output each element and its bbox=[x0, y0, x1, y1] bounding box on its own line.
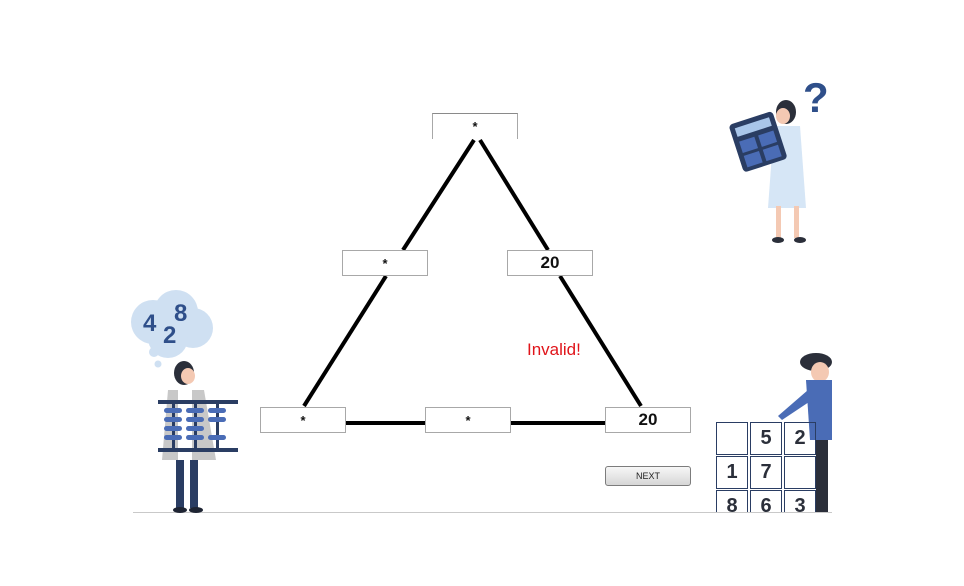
sudoku-cell: 5 bbox=[750, 422, 782, 455]
calculator-icon bbox=[729, 111, 787, 172]
edge-mid-left-to-bottom-left bbox=[302, 274, 388, 408]
sudoku-cell: 1 bbox=[716, 456, 748, 489]
thought-digit: 4 bbox=[143, 310, 157, 337]
sudoku-digit: 5 bbox=[760, 427, 772, 449]
node-mid-right-input[interactable]: 20 bbox=[507, 250, 593, 276]
sudoku-digit: 6 bbox=[760, 495, 772, 512]
sudoku-digit: 1 bbox=[726, 461, 738, 483]
node-bottom-left-input[interactable]: * bbox=[260, 407, 346, 433]
node-bottom-mid-input[interactable]: * bbox=[425, 407, 511, 433]
thought-bubble bbox=[131, 290, 213, 368]
edge-mid-right-to-bottom-right bbox=[558, 274, 643, 408]
thought-digit: 2 bbox=[163, 322, 177, 349]
sudoku-cell: 7 bbox=[750, 456, 782, 489]
node-bottom-right-input[interactable]: 20 bbox=[605, 407, 691, 433]
sudoku-cell: 8 bbox=[716, 490, 748, 512]
sudoku-person-illustration bbox=[778, 353, 832, 512]
next-button[interactable]: NEXT bbox=[605, 466, 691, 486]
node-mid-left-input[interactable]: * bbox=[342, 250, 428, 276]
edge-top-to-mid-left bbox=[401, 138, 476, 252]
question-mark-icon: ? bbox=[803, 74, 829, 121]
sudoku-cell bbox=[784, 456, 816, 489]
sudoku-digit: 3 bbox=[794, 495, 806, 512]
node-top-input[interactable]: * bbox=[432, 113, 518, 139]
sudoku-cell bbox=[716, 422, 748, 455]
sudoku-cell: 3 bbox=[784, 490, 816, 512]
edge-top-to-mid-right bbox=[478, 138, 550, 252]
abacus-woman-illustration bbox=[131, 290, 238, 513]
sudoku-cell: 6 bbox=[750, 490, 782, 512]
sudoku-digit: 8 bbox=[726, 495, 738, 512]
floor-line bbox=[133, 512, 832, 513]
validation-status: Invalid! bbox=[527, 340, 581, 359]
sudoku-digit: 7 bbox=[760, 461, 772, 483]
abacus-icon bbox=[158, 400, 238, 452]
sudoku-digit: 2 bbox=[794, 427, 806, 449]
shirt bbox=[806, 380, 832, 440]
sudoku-cell: 2 bbox=[784, 422, 816, 455]
calculator-woman-illustration bbox=[729, 100, 806, 243]
thought-digit: 8 bbox=[174, 300, 188, 327]
